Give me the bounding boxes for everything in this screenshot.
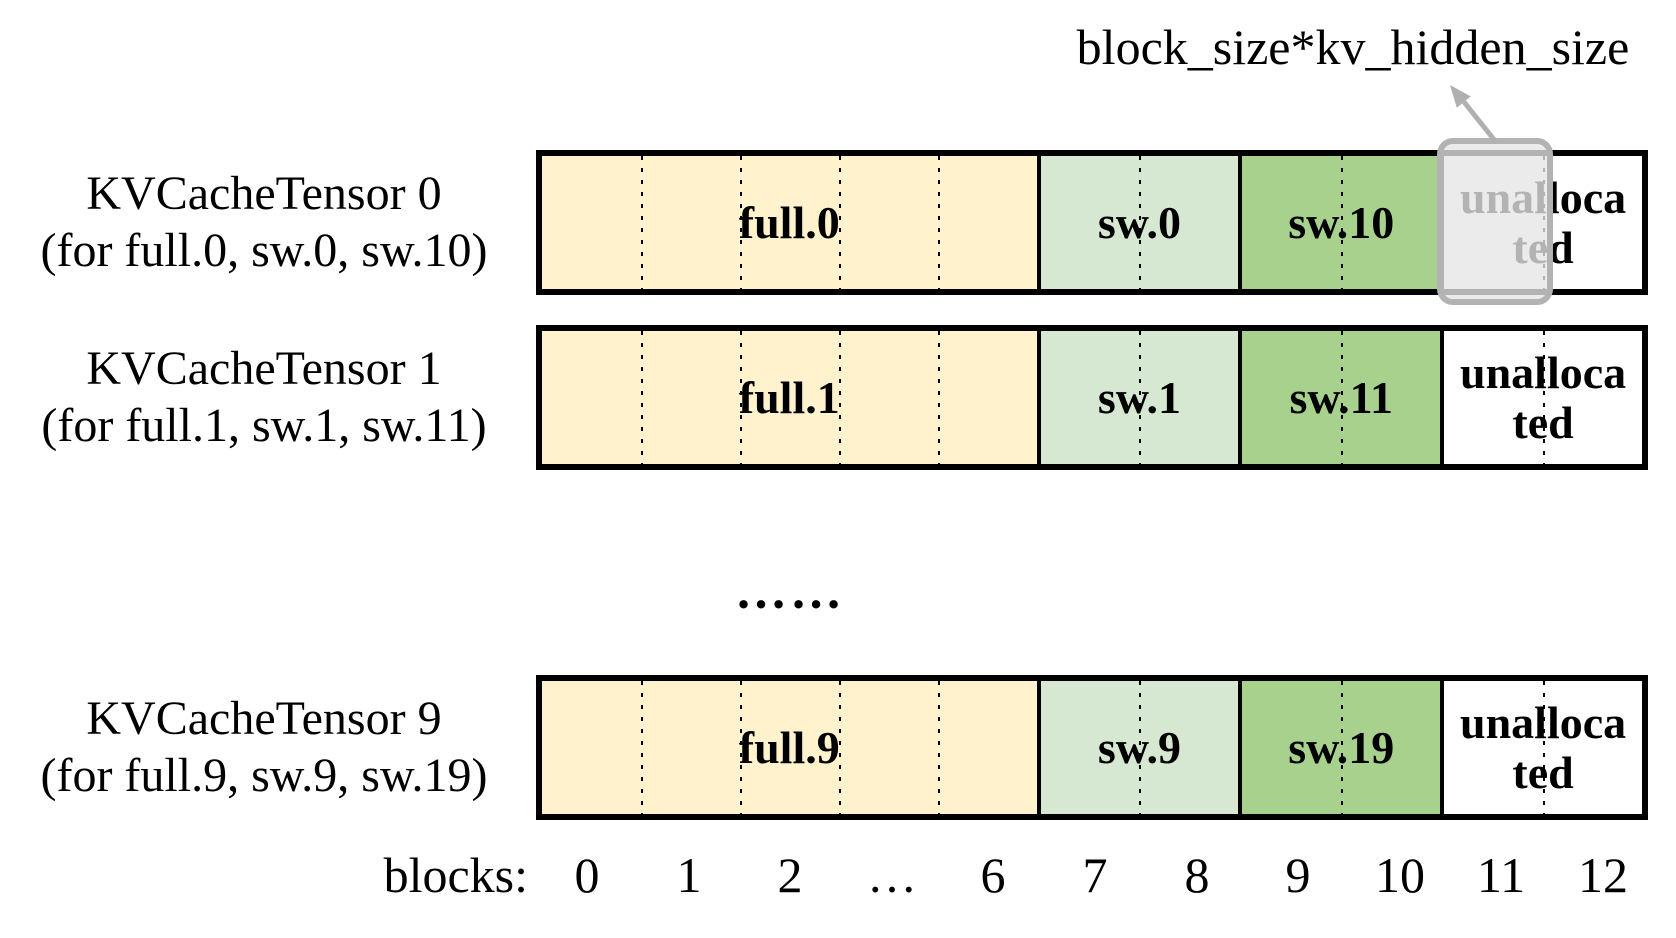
tensor-bar-1: full.1 sw.1 sw.11 unallocated: [536, 325, 1648, 470]
tensor-name: KVCacheTensor 1: [86, 342, 442, 395]
block-grid: [1041, 156, 1239, 289]
tensor-name: KVCacheTensor 0: [86, 167, 442, 220]
segment-sw: sw.10: [1238, 156, 1441, 289]
axis-tick: 8: [1184, 847, 1210, 903]
tensor-subtitle: (for full.0, sw.0, sw.10): [40, 224, 488, 277]
segment-label: full.9: [738, 722, 840, 773]
segment-label: unallocated: [1460, 696, 1627, 798]
segment-unallocated: unallocated: [1440, 331, 1642, 464]
axis-tick: 12: [1578, 847, 1628, 903]
block-grid: [1242, 156, 1441, 289]
segment-sw: sw.11: [1238, 331, 1441, 464]
block-grid: [1242, 681, 1441, 814]
block-grid: [1444, 331, 1642, 464]
block-grid: [542, 156, 1037, 289]
segment-label: sw.1: [1097, 372, 1181, 423]
segment-sw: sw.9: [1036, 681, 1239, 814]
axis-tick: 10: [1375, 847, 1425, 903]
annotation-arrow: [1450, 85, 1498, 144]
segment-label: unallocated: [1460, 346, 1627, 448]
axis-tick: 2: [777, 847, 803, 903]
axis-tick: …: [867, 847, 917, 903]
segment-label: sw.0: [1097, 197, 1181, 248]
block-size-annotation: block_size*kv_hidden_size: [1076, 19, 1630, 75]
axis-tick: 9: [1285, 847, 1311, 903]
segment-unallocated: unallocated: [1440, 681, 1642, 814]
segment-label: sw.19: [1288, 722, 1395, 773]
segment-label: sw.10: [1288, 197, 1395, 248]
tensor-bar-9: full.9 sw.9 sw.19 unallocated: [536, 675, 1648, 820]
segment-label: full.1: [738, 372, 840, 423]
row-label-tensor-1: KVCacheTensor 1 (for full.1, sw.1, sw.11…: [4, 340, 524, 454]
axis-tick: 7: [1082, 847, 1108, 903]
row-label-tensor-0: KVCacheTensor 0 (for full.0, sw.0, sw.10…: [4, 165, 524, 279]
segment-sw: sw.1: [1036, 331, 1239, 464]
segment-sw: sw.19: [1238, 681, 1441, 814]
block-grid: [1444, 156, 1642, 289]
segment-label: sw.11: [1289, 372, 1394, 423]
axis-tick: 11: [1476, 847, 1526, 903]
segment-full: full.1: [542, 331, 1037, 464]
block-grid: [542, 331, 1037, 464]
segment-full: full.0: [542, 156, 1037, 289]
block-grid: [1041, 331, 1239, 464]
segment-full: full.9: [542, 681, 1037, 814]
highlighted-block-overlay: [1437, 138, 1553, 305]
row-label-tensor-9: KVCacheTensor 9 (for full.9, sw.9, sw.19…: [4, 690, 524, 804]
block-grid: [1444, 681, 1642, 814]
rows-ellipsis: ……: [735, 563, 845, 620]
segment-sw: sw.0: [1036, 156, 1239, 289]
segment-label: sw.9: [1097, 722, 1181, 773]
axis-tick: 0: [574, 847, 600, 903]
axis-tick: 6: [980, 847, 1006, 903]
block-grid: [542, 681, 1037, 814]
tensor-name: KVCacheTensor 9: [86, 692, 442, 745]
tensor-subtitle: (for full.1, sw.1, sw.11): [41, 399, 487, 452]
block-grid: [1041, 681, 1239, 814]
segment-label: full.0: [738, 197, 840, 248]
axis-tick: 1: [676, 847, 702, 903]
blocks-axis-label: blocks:: [383, 847, 528, 903]
block-grid: [1242, 331, 1441, 464]
tensor-subtitle: (for full.9, sw.9, sw.19): [40, 749, 488, 802]
